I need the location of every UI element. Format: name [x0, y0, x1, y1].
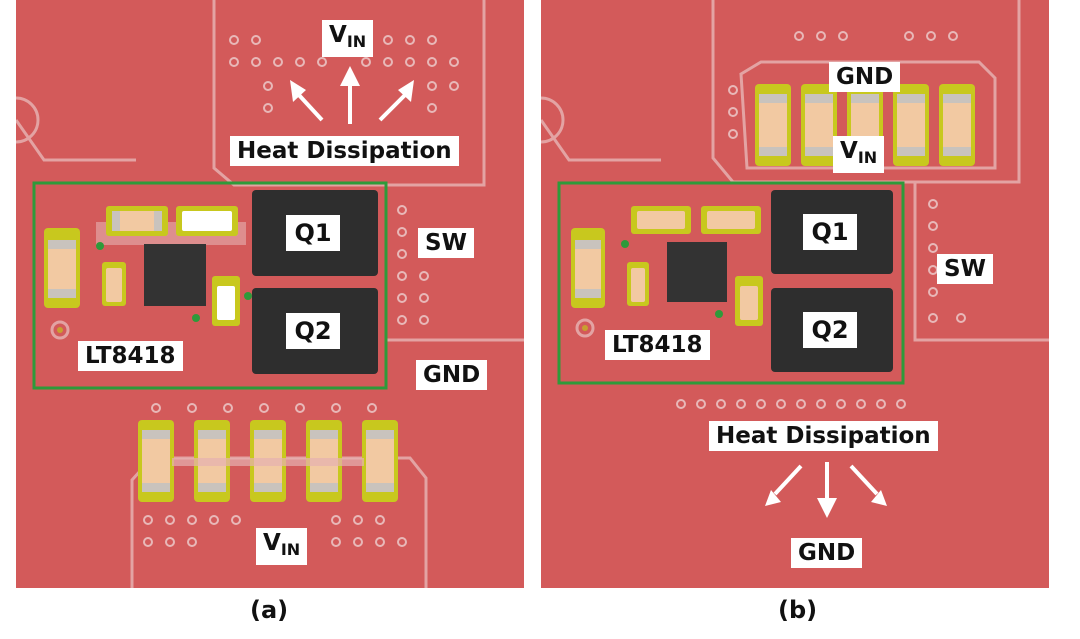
caption-a: (a) [250, 596, 289, 624]
gnd-label: GND [416, 360, 488, 390]
heat-arrows-a [290, 66, 414, 124]
heat-arrows-b [765, 462, 887, 518]
left-via-ring [16, 96, 40, 144]
panel-b: GND VIN Q1 Q2 SW LT8418 Heat Dissipation… [541, 0, 1049, 588]
vin-label-top: VIN [322, 20, 374, 57]
vias-bottom [143, 403, 407, 547]
q1-label-b: Q1 [803, 214, 857, 250]
sw-gnd-boundary [384, 185, 524, 342]
ic-region-outline [32, 181, 388, 390]
panel-a: VIN Heat Dissipation Q1 Q2 SW GND LT8418… [16, 0, 524, 588]
vin-caps-bottom [138, 420, 398, 502]
ic-label: LT8418 [78, 341, 183, 371]
caption-b: (b) [778, 596, 818, 624]
lt8418-chip [144, 244, 206, 306]
left-trace [16, 119, 136, 162]
vin-copper-outline [212, 0, 486, 187]
q2-label-b: Q2 [803, 312, 857, 348]
lt8418-chip-b [667, 242, 727, 302]
sw-label-b: SW [937, 254, 993, 284]
vias-sw [397, 205, 429, 325]
heat-dissipation-label: Heat Dissipation [230, 136, 459, 166]
vin-label-bottom: VIN [256, 528, 308, 565]
vias-b [676, 31, 966, 409]
pcb-layout-a [16, 0, 524, 588]
q2-label: Q2 [286, 313, 340, 349]
vias-top [229, 35, 459, 113]
q1-label: Q1 [286, 215, 340, 251]
vin-label-b: VIN [833, 136, 885, 173]
heat-dissipation-label-b: Heat Dissipation [709, 421, 938, 451]
top-cap-outline [739, 60, 997, 170]
sw-label: SW [418, 228, 474, 258]
ic-label-b: LT8418 [605, 330, 710, 360]
ic-region-outline-b [557, 181, 905, 385]
pcb-layout-b [541, 0, 1049, 518]
gnd-label-bottom: GND [791, 538, 863, 568]
gnd-label-top: GND [829, 62, 901, 92]
